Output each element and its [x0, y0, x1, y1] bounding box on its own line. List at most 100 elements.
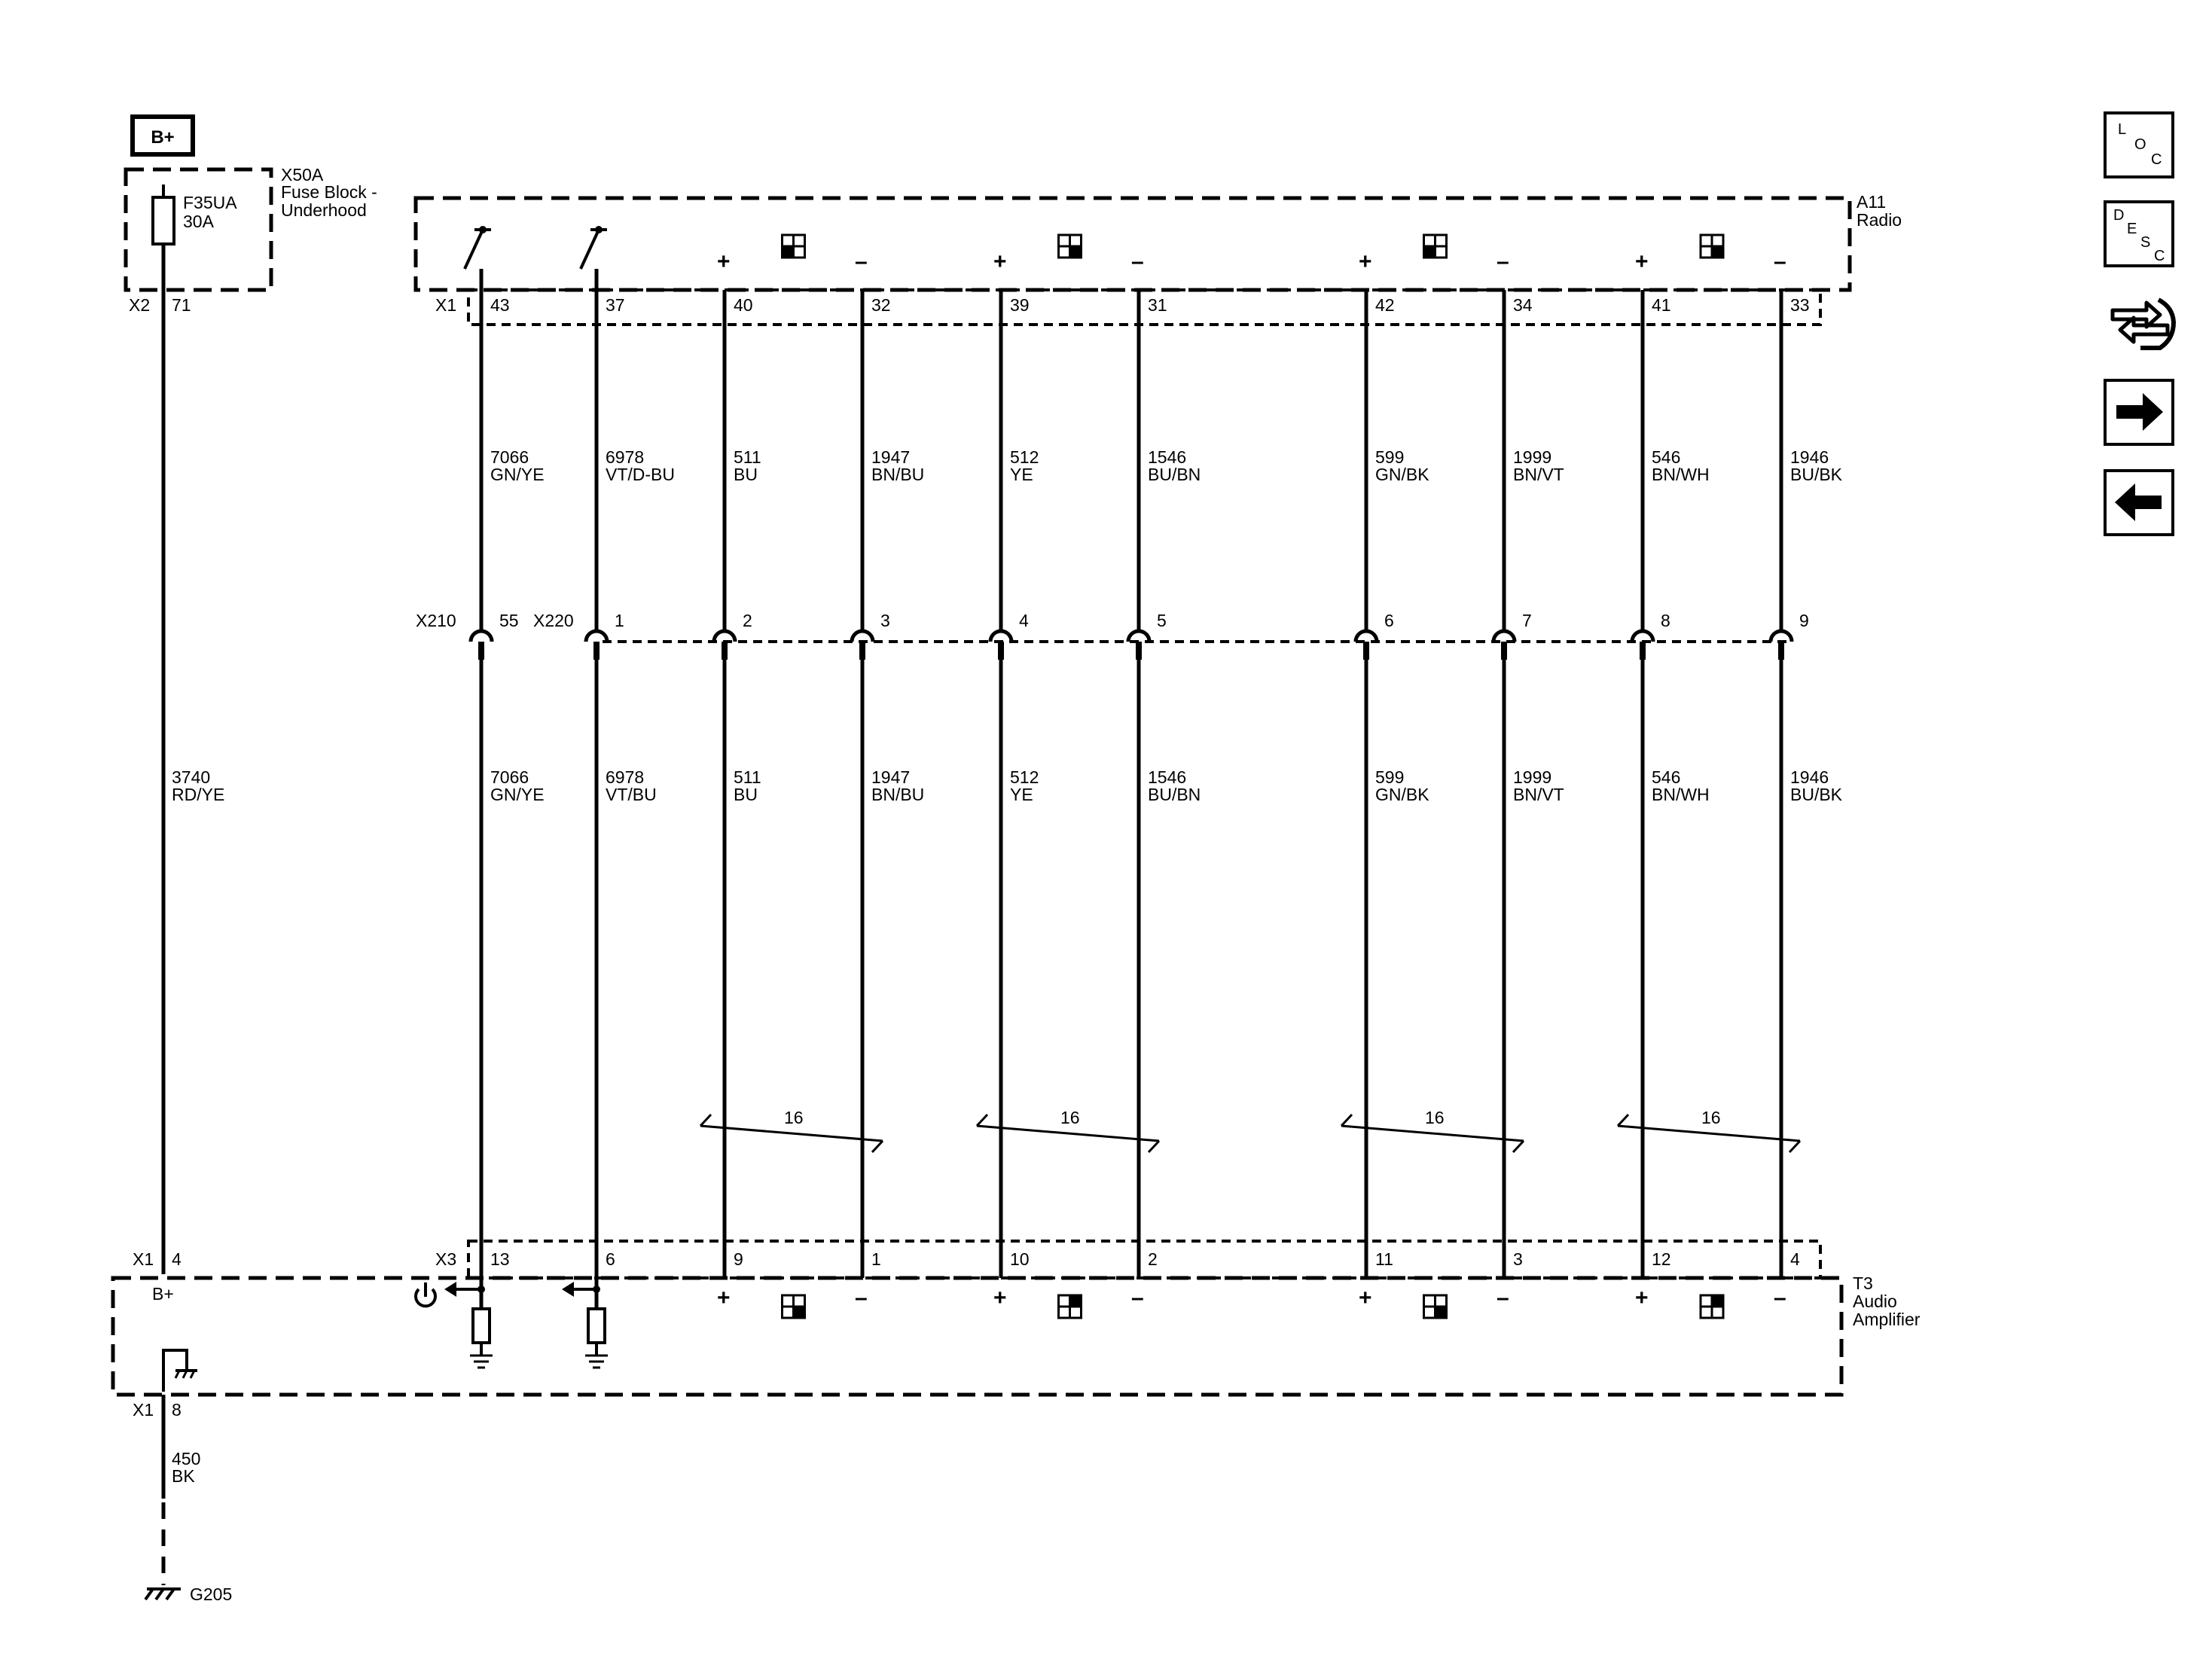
wire-circuit-bottom: 1947	[871, 767, 910, 787]
polarity-amp: +	[993, 1285, 1007, 1310]
wire-circuit-top: 511	[734, 447, 761, 467]
radio-pin: 33	[1790, 295, 1810, 315]
wire-color-bottom: BN/VT	[1513, 785, 1564, 804]
radio-pin: 41	[1652, 295, 1671, 315]
wire-circuit-bottom: 511	[734, 767, 761, 787]
radio-desc: Radio	[1857, 210, 1902, 230]
ground-wire-color: BK	[172, 1466, 195, 1486]
power-wake-icon	[414, 1282, 437, 1308]
amp-pin: 11	[1375, 1249, 1393, 1269]
amp-name: T3	[1853, 1273, 1873, 1293]
speaker-channel-icon	[1423, 1294, 1448, 1319]
wire-color-top: BU/BN	[1148, 465, 1201, 484]
speaker-channel-icon	[1699, 1294, 1725, 1319]
speaker-channel-icon	[781, 1294, 806, 1319]
inline-pin: 6	[1384, 611, 1394, 630]
wire-color-top: YE	[1010, 465, 1033, 484]
inline-connector-cavity	[712, 629, 737, 642]
wire-color-top: VT/D-BU	[606, 465, 675, 484]
polarity-amp: +	[1635, 1285, 1649, 1310]
desc-button[interactable]: D E S C	[2104, 200, 2174, 267]
amp-connector-x1-top: X1	[133, 1249, 154, 1269]
polarity-radio: –	[1774, 249, 1786, 274]
speaker-channel-icon	[1057, 233, 1082, 259]
amp-ground-pin: 8	[172, 1400, 182, 1420]
speaker-channel-icons	[781, 233, 1725, 1319]
wire-color-bottom: BU/BK	[1790, 785, 1843, 804]
inline-connector-cavity	[1491, 629, 1517, 642]
wire-circuit-top: 7066	[490, 447, 529, 467]
wire-circuit-bottom: 512	[1010, 767, 1039, 787]
inline-pin: 9	[1799, 611, 1809, 630]
inline-pin: 7	[1522, 611, 1532, 630]
amp-pin: 1	[871, 1249, 881, 1269]
wire-circuit-bottom: 1999	[1513, 767, 1551, 787]
wire-circuit-bottom: 546	[1652, 767, 1680, 787]
fuse-block-desc-1: Fuse Block -	[281, 182, 377, 202]
wire-color-top: BN/BU	[871, 465, 924, 484]
fuse-block-desc-2: Underhood	[281, 200, 367, 220]
polarity-radio: +	[1635, 249, 1649, 274]
wire-color-bottom: BN/WH	[1652, 785, 1710, 804]
battery-label: B+	[151, 127, 174, 148]
wire-circuit-bottom: 1946	[1790, 767, 1829, 787]
wire-color-top: GN/BK	[1375, 465, 1429, 484]
connector-repair-icon	[2105, 290, 2177, 354]
wire-color-bottom: BU/BN	[1148, 785, 1201, 804]
amp-desc-1: Audio	[1853, 1292, 1897, 1311]
polarity-amp: +	[717, 1285, 731, 1310]
radio-pin: 43	[490, 295, 510, 315]
inline-connector-cavity	[584, 629, 609, 642]
twisted-pair-4: 16	[1616, 1108, 1802, 1154]
input-arrow-2	[562, 1282, 596, 1297]
input-arrow-1	[444, 1282, 481, 1297]
wire-circuit-top: 1999	[1513, 447, 1551, 467]
fuse-icon	[151, 196, 175, 246]
amp-pin: 6	[606, 1249, 615, 1269]
polarity-amp: +	[1359, 1285, 1372, 1310]
fuse-block-connector: X2	[129, 295, 150, 315]
radio-switch-2	[579, 226, 607, 270]
twisted-pair-2-label: 16	[1060, 1108, 1080, 1127]
loc-button[interactable]: L O C	[2104, 111, 2174, 178]
fuse-block-pin: 71	[172, 295, 191, 315]
radio-module: A11 Radio X1	[413, 192, 1902, 326]
fuse-rating: 30A	[183, 212, 215, 231]
inline-connector-cavity	[850, 629, 875, 642]
fuse-block-name: X50A	[281, 165, 324, 185]
speaker-channel-icon	[781, 233, 806, 259]
amp-connector-x1-bottom: X1	[133, 1400, 154, 1420]
speaker-channel-icon	[1699, 233, 1725, 259]
amp-pin: 12	[1652, 1249, 1671, 1269]
inline-connector-cavity	[468, 629, 494, 642]
previous-page-button[interactable]	[2104, 469, 2174, 536]
amp-pin: 4	[1790, 1249, 1800, 1269]
fuse-block: F35UA 30A X50A Fuse Block - Underhood X2…	[124, 165, 377, 315]
radio-name: A11	[1857, 192, 1886, 212]
wire-color-bottom: YE	[1010, 785, 1033, 804]
next-page-button[interactable]	[2104, 379, 2174, 446]
twisted-pair-2: 16	[975, 1108, 1161, 1154]
ground-wire-circuit: 450	[172, 1449, 200, 1468]
wire-circuit-top: 512	[1010, 447, 1039, 467]
connector-repair-button[interactable]	[2105, 290, 2177, 354]
polarity-radio: –	[855, 249, 868, 274]
inline-pin: 2	[743, 611, 752, 630]
wire-circuit-top: 1947	[871, 447, 910, 467]
amp-pin: 10	[1010, 1249, 1030, 1269]
inline-pin: 5	[1157, 611, 1167, 630]
wire-circuit-top: 1946	[1790, 447, 1829, 467]
twisted-pair-1-label: 16	[784, 1108, 804, 1127]
wire-circuit-top: 6978	[606, 447, 644, 467]
inline-connector-cavity	[1630, 629, 1655, 642]
wire-color-bottom: GN/BK	[1375, 785, 1429, 804]
arrow-left-icon	[2115, 483, 2162, 521]
polarity-radio: –	[1131, 249, 1144, 274]
wire-circuit-top: 599	[1375, 447, 1404, 467]
loc-letter-1: L	[2118, 121, 2126, 138]
